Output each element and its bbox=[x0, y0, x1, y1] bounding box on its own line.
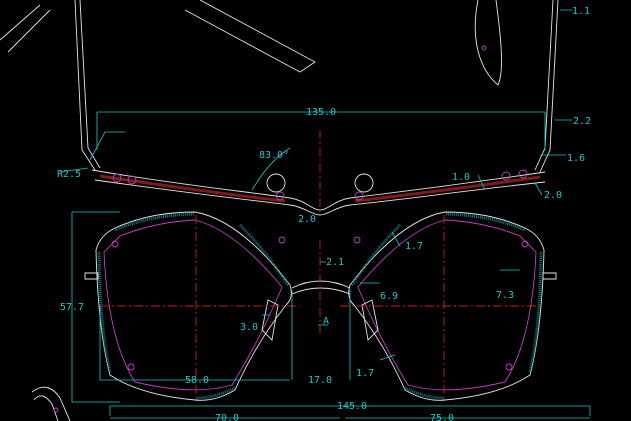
dim-left-half: 70.0 bbox=[215, 413, 239, 421]
dim-outer-offset: 7.3 bbox=[496, 290, 514, 301]
dim-bar-thickness: 1.0 bbox=[452, 172, 470, 183]
lens-left bbox=[95, 211, 292, 401]
temple-left-bottom bbox=[31, 386, 71, 421]
section-mark: A bbox=[323, 316, 329, 327]
dim-bridge-angle: 83.0° bbox=[259, 150, 289, 161]
dim-total-width: 145.0 bbox=[337, 401, 367, 412]
dim-lens-width: 58.0 bbox=[185, 375, 209, 386]
lens-right bbox=[348, 211, 545, 401]
dim-bridge-height: 2.1 bbox=[326, 257, 344, 268]
dim-right-offset: 6.9 bbox=[380, 291, 398, 302]
temple-left-top bbox=[0, 0, 316, 171]
temple-right-top bbox=[474, 0, 559, 173]
dim-rim-width-bottom: 1.7 bbox=[356, 368, 374, 379]
dim-bar-end: 2.0 bbox=[544, 190, 562, 201]
dim-bridge-width: 17.0 bbox=[308, 375, 332, 386]
dimension-lines bbox=[59, 9, 591, 419]
bridge bbox=[84, 272, 557, 341]
dim-hinge-thickness: 1.6 bbox=[567, 153, 585, 164]
dim-hinge-offset: 2.2 bbox=[573, 116, 591, 127]
dim-lens-height: 57.7 bbox=[60, 302, 84, 313]
dim-radius: R2.5 bbox=[57, 169, 81, 180]
centerlines bbox=[100, 130, 540, 400]
dim-front-width: 135.0 bbox=[306, 107, 336, 118]
dim-rim-width-top: 1.7 bbox=[405, 241, 423, 252]
front-bar bbox=[91, 169, 546, 216]
dim-right-half: 75.0 bbox=[430, 413, 454, 421]
dim-pad-offset: 3.0 bbox=[240, 322, 258, 333]
dim-temple-tip: 1.1 bbox=[572, 6, 590, 17]
dim-bridge-drop: 2.0 bbox=[298, 214, 316, 225]
